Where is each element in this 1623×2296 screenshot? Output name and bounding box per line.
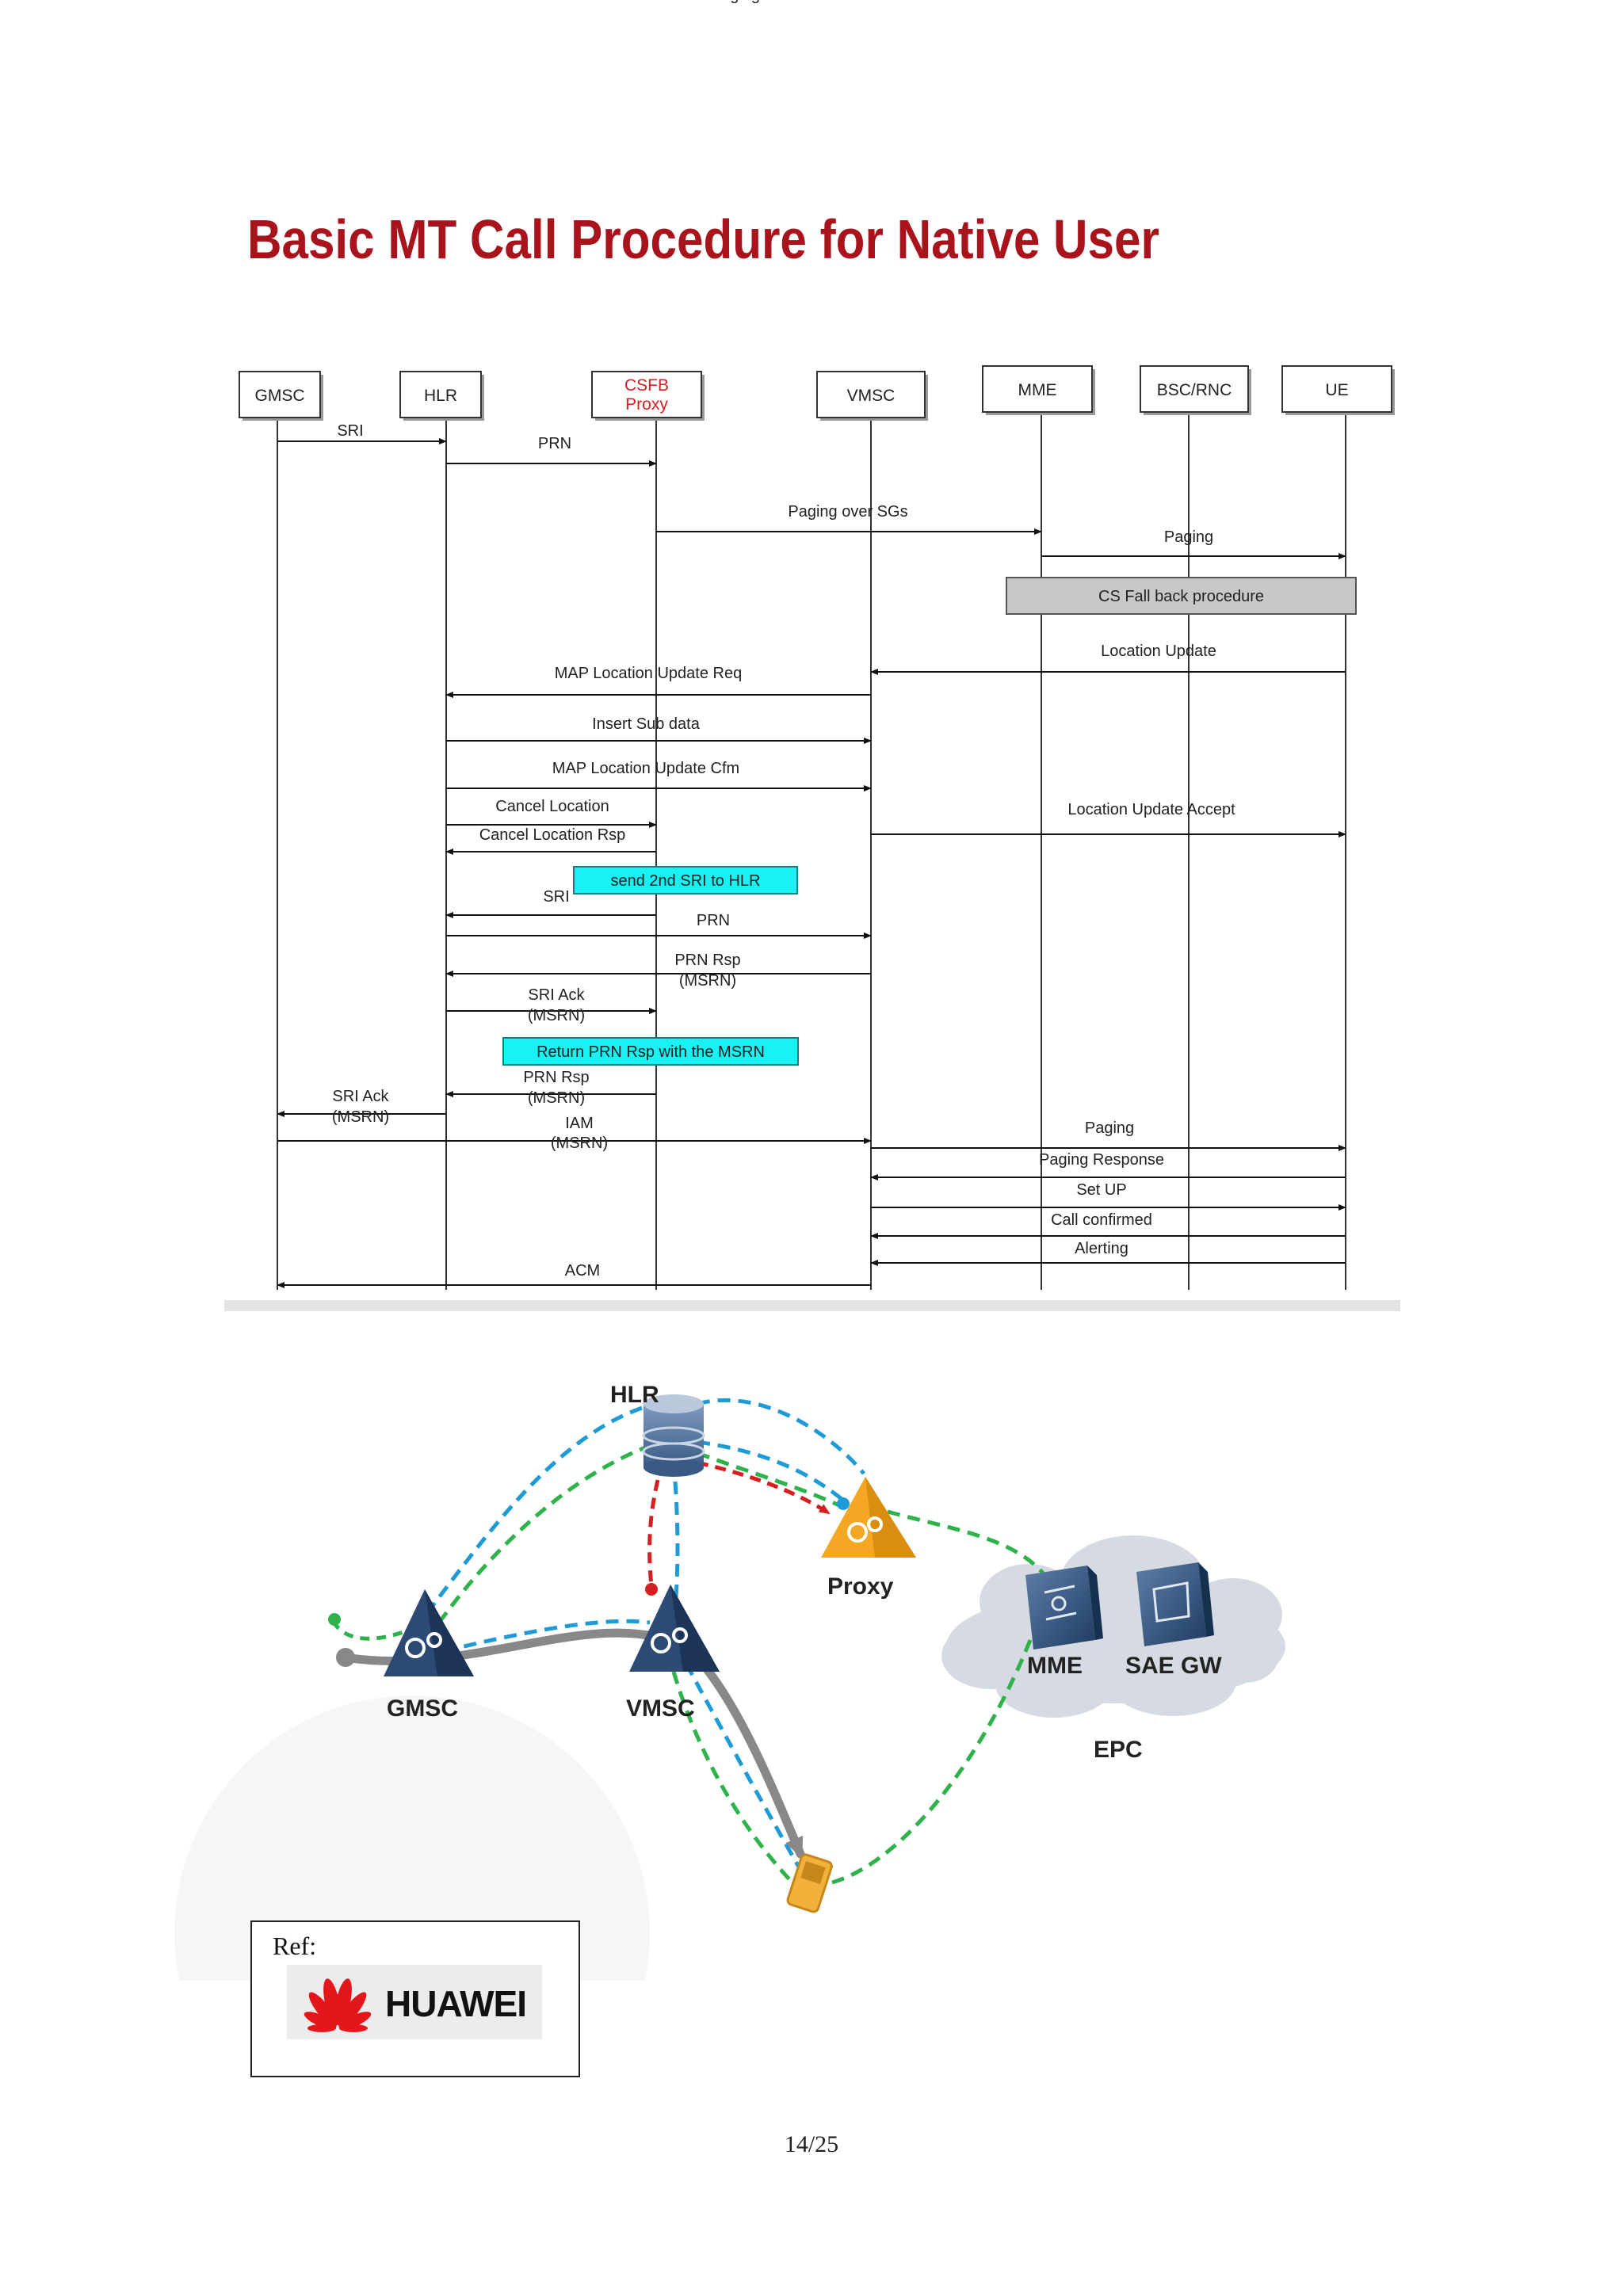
message-sublabel-21: (MSRN)	[551, 1135, 608, 1152]
entity-sublabel-csfb: Proxy	[625, 395, 668, 414]
green-path-gmsc-origin	[330, 1619, 413, 1641]
message-label-19: PRN Rsp	[523, 1069, 589, 1086]
red-path-hlr-vmsc	[647, 1479, 660, 1587]
message-label-11: Location Update Accept	[1067, 801, 1235, 818]
mme-node-icon	[1025, 1566, 1103, 1650]
vmsc-label: VMSC	[626, 1695, 695, 1722]
message-label-22: Paging	[1085, 1119, 1134, 1137]
message-label-21: IAM	[565, 1115, 594, 1132]
message-label-6: Location Update	[1101, 643, 1216, 660]
green-path-hlr-gmsc	[426, 1443, 652, 1640]
message-label-24: Set UP	[1076, 1181, 1126, 1199]
sequence-background	[224, 333, 1400, 1307]
sae-gw-node-icon	[1136, 1562, 1214, 1646]
blue-path-vmsc-ue	[684, 1662, 803, 1871]
green-path-proxy-mme	[887, 1509, 1048, 1578]
proxy-blue-dot	[837, 1497, 850, 1510]
blue-path-hlr-proxy-1	[697, 1398, 865, 1475]
message-label-7: MAP Location Update Req	[555, 665, 742, 682]
message-label-3: Paging over SGs	[788, 503, 907, 521]
message-label-10: Cancel Location	[495, 798, 609, 815]
blue-path-hlr-vmsc	[673, 1481, 680, 1609]
blue-path-hlr-proxy-2	[697, 1440, 843, 1501]
red-path-start-dot	[645, 1583, 658, 1596]
message-label-27: ACM	[565, 1262, 600, 1280]
entity-box-csfb	[591, 371, 702, 418]
message-sublabel-16: (MSRN)	[679, 972, 736, 990]
message-label-14: SRI	[543, 888, 569, 906]
message-label-4: Paging	[1164, 528, 1213, 546]
page-title: Basic MT Call Procedure for Native User	[247, 208, 1159, 270]
green-path-origin-dot	[328, 1613, 341, 1626]
vmsc-node-icon	[629, 1585, 720, 1672]
entity-box-vmsc	[816, 371, 926, 418]
gmsc-node-icon	[384, 1589, 474, 1676]
blue-path-gmsc-vmsc	[443, 1619, 651, 1653]
entity-box-mme	[982, 365, 1093, 413]
message-label-16: PRN Rsp	[674, 952, 740, 969]
message-label-8: Insert Sub data	[592, 715, 701, 733]
note-text-18: Return PRN Rsp with the MSRN	[537, 1043, 765, 1061]
page-number: 14/25	[784, 2131, 839, 2157]
entity-label-hlr: HLR	[424, 387, 457, 405]
green-path-vmsc-ue	[671, 1671, 791, 1881]
message-label-17: SRI Ack	[528, 986, 585, 1004]
message-label-25: Call confirmed	[1051, 1211, 1152, 1229]
message-label-1: PRN	[538, 435, 571, 452]
bearer-origin-dot	[336, 1648, 355, 1667]
hlr-database-icon	[642, 1394, 705, 1477]
note-text-2: Send Paging to MME	[670, 0, 819, 4]
message-label-23: Paging Response	[1039, 1151, 1164, 1169]
message-label-26: Alerting	[1075, 1240, 1128, 1257]
background-circle-decoration	[174, 1695, 650, 1981]
gmsc-label: GMSC	[387, 1695, 458, 1722]
blue-path-hlr-gmsc	[411, 1400, 663, 1634]
entity-box-gmsc	[239, 371, 321, 418]
entity-box-ue	[1281, 365, 1392, 413]
entity-label-vmsc: VMSC	[847, 387, 896, 405]
proxy-node-icon	[821, 1477, 916, 1558]
entity-box-hlr	[399, 371, 482, 418]
note-box-13	[573, 866, 798, 894]
reference-label: Ref:	[273, 1932, 317, 1960]
green-path-hlr-proxy	[697, 1451, 857, 1516]
red-path-hlr-proxy	[697, 1460, 831, 1516]
message-label-15: PRN	[697, 912, 730, 929]
message-sublabel-20: (MSRN)	[332, 1108, 389, 1126]
epc-label: EPC	[1094, 1737, 1143, 1763]
note-box-5	[1006, 577, 1357, 615]
message-label-0: SRI	[337, 422, 363, 440]
entity-label-csfb: CSFB	[624, 376, 669, 395]
hlr-label: HLR	[610, 1382, 659, 1408]
ue-phone-icon	[786, 1853, 833, 1913]
network-diagram: HLR Proxy GMSC VMSC MME SAE GW EPC	[174, 1382, 1285, 1981]
note-text-13: send 2nd SRI to HLR	[611, 872, 761, 890]
sae-gw-label: SAE GW	[1125, 1653, 1222, 1679]
green-path-mme-ue	[831, 1639, 1033, 1885]
entity-label-gmsc: GMSC	[255, 387, 305, 405]
note-text-5: CS Fall back procedure	[1098, 588, 1264, 605]
message-sublabel-17: (MSRN)	[528, 1007, 585, 1024]
message-label-9: MAP Location Update Cfm	[552, 760, 739, 777]
entity-label-bsc: BSC/RNC	[1157, 381, 1232, 399]
entity-box-bsc	[1140, 365, 1249, 413]
sequence-bottom-bar	[224, 1300, 1400, 1311]
entity-label-ue: UE	[1325, 381, 1348, 399]
proxy-label: Proxy	[827, 1573, 894, 1600]
epc-cloud	[941, 1535, 1285, 1718]
huawei-logo-text: HUAWEI	[385, 1983, 527, 2024]
message-sublabel-19: (MSRN)	[528, 1089, 585, 1107]
message-label-12: Cancel Location Rsp	[479, 826, 626, 844]
message-label-20: SRI Ack	[332, 1088, 389, 1105]
mme-label: MME	[1027, 1653, 1083, 1679]
huawei-logo: HUAWEI	[287, 1965, 542, 2039]
reference-box: Ref: HUAWEI	[250, 1920, 580, 2077]
huawei-flower-icon	[304, 1978, 372, 2032]
note-box-18	[502, 1037, 799, 1066]
entity-label-mme: MME	[1018, 381, 1057, 399]
